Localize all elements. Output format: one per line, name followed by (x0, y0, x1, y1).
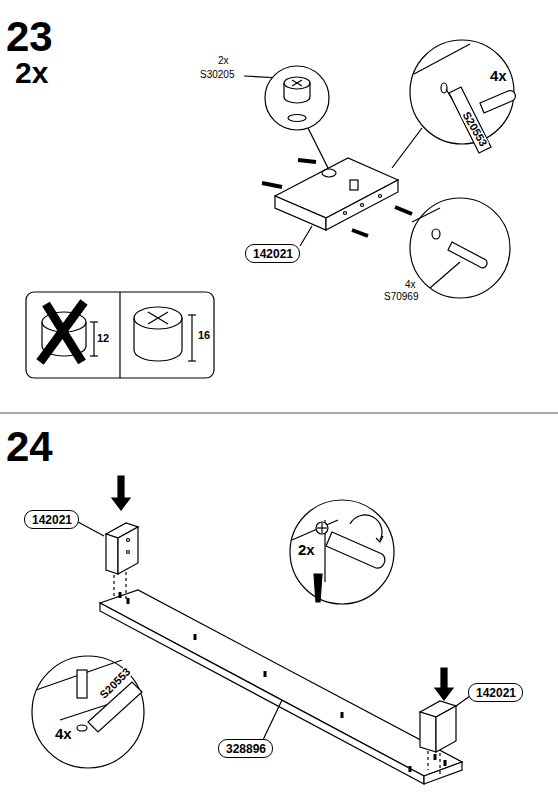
leader-line (262, 700, 282, 742)
part-number-box: 328896 (218, 739, 273, 758)
dowel-glue-detail (414, 44, 515, 153)
detail-circle (290, 500, 394, 604)
cam-lock (284, 77, 310, 122)
panel-142021 (262, 158, 412, 236)
quantity: 2x (15, 58, 48, 88)
part-number-box: 142021 (24, 510, 79, 529)
step-divider (0, 412, 558, 413)
leader-line (430, 262, 460, 288)
part-code: S70969 (384, 292, 418, 302)
leader-line (392, 128, 422, 168)
dowel-glue-detail (36, 660, 142, 732)
board-328896 (100, 590, 462, 784)
quantity: 4x (55, 726, 72, 741)
panel-left (106, 476, 138, 600)
part-number: 142021 (32, 514, 71, 526)
dimension: 12 (97, 333, 109, 344)
inset-frame (26, 292, 214, 378)
quantity: 2x (218, 56, 229, 66)
detail-circle (265, 66, 329, 130)
dimension: 16 (198, 330, 210, 341)
part-code: S30205 (200, 70, 234, 80)
leader-line (300, 226, 312, 246)
dowel-detail (412, 208, 487, 268)
step-number: 24 (6, 426, 53, 468)
screwdriver-detail (292, 515, 385, 602)
cam-lock-wrong (40, 302, 98, 362)
leader-line (456, 696, 470, 706)
detail-circle (410, 198, 510, 298)
cam-lock-right (134, 307, 196, 361)
leader-line (78, 522, 104, 536)
detail-circle (32, 656, 144, 768)
quantity: 4x (405, 280, 416, 290)
quantity: 2x (298, 542, 315, 557)
part-number-box: 142021 (245, 244, 300, 263)
part-number: 328896 (226, 743, 265, 755)
part-number-box: 142021 (468, 683, 523, 702)
inset-divider (119, 292, 120, 378)
part-number: 142021 (476, 687, 515, 699)
part-number: 142021 (253, 248, 292, 260)
step-number: 23 (6, 16, 53, 58)
quantity: 4x (490, 68, 507, 83)
panel-right (420, 668, 456, 774)
